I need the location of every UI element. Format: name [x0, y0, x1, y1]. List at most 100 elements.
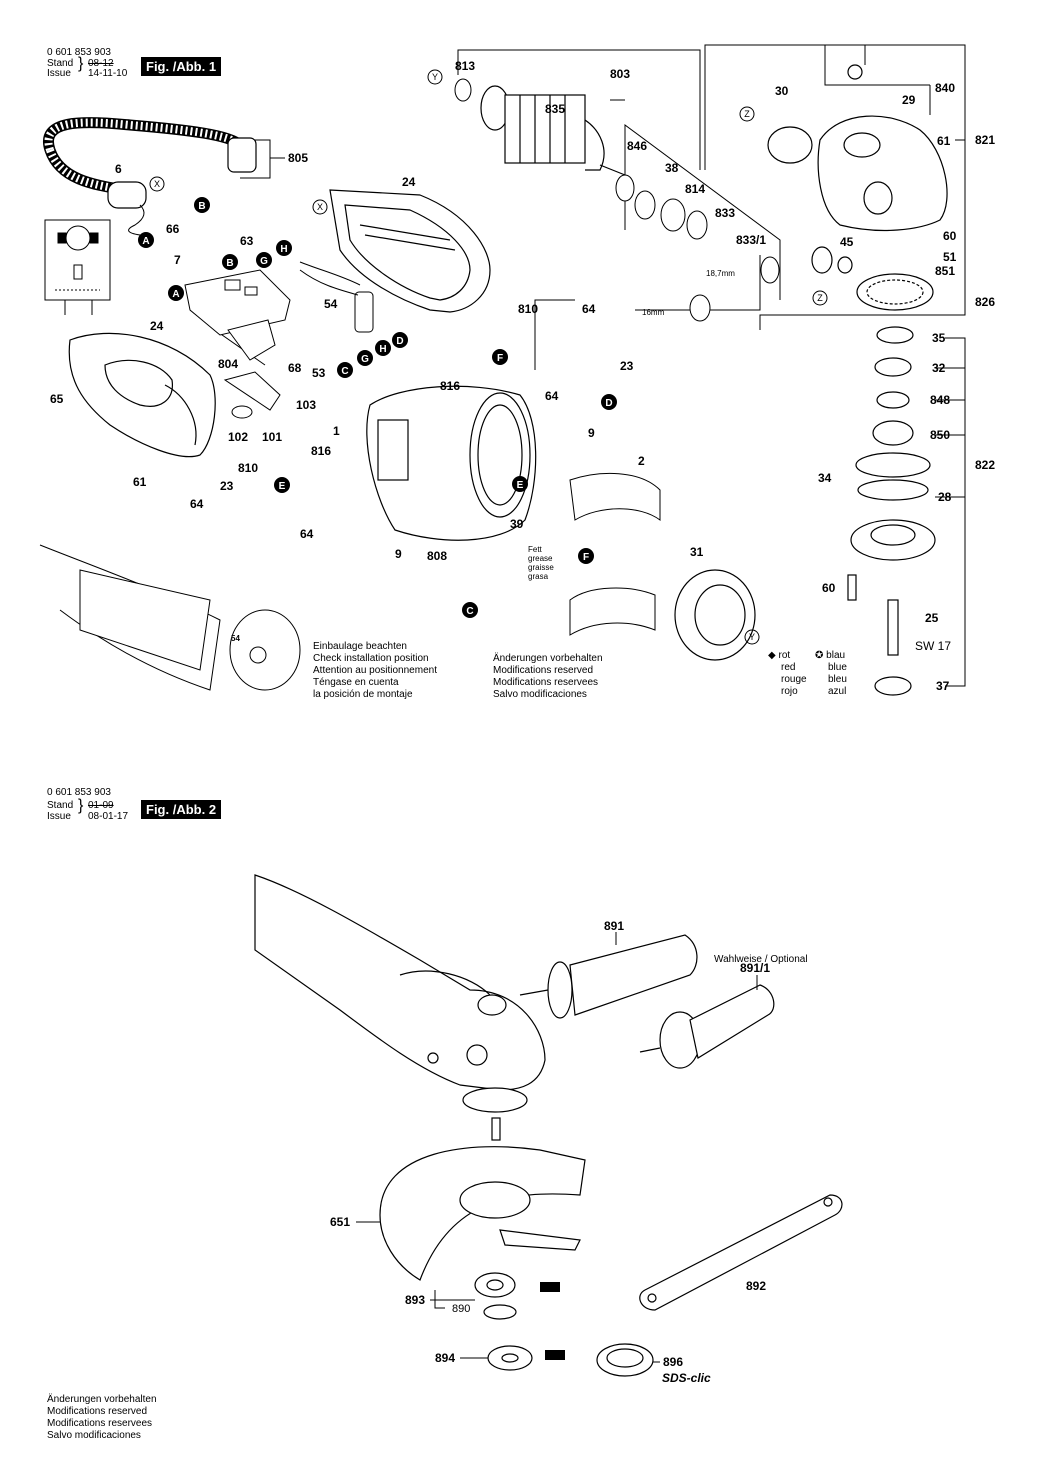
part-label: 54 [324, 297, 338, 311]
part-label: 64 [545, 389, 559, 403]
housing-half-right [329, 189, 491, 313]
part-label: 9 [588, 426, 595, 440]
part-label: 840 [935, 81, 955, 95]
dimension-label: 16mm [642, 308, 665, 317]
part-number-fig2: 0 601 853 903 [47, 787, 111, 798]
part-number: 0 601 853 903 [47, 47, 111, 58]
part-label: 68 [288, 361, 302, 375]
part-label: 810 [238, 461, 258, 475]
svg-text:G: G [361, 354, 369, 365]
marker-D: D [392, 332, 408, 348]
part-label: 850 [930, 428, 950, 442]
reference-markers: X X Y Y Z Z [149, 69, 828, 645]
marker-C: C [337, 362, 353, 378]
svg-text:Z: Z [817, 293, 823, 303]
gear-head [767, 64, 948, 232]
marker-D: D [601, 394, 617, 410]
stand-old-date-fig2: 01-09 [88, 800, 114, 811]
part-label: 813 [455, 59, 475, 73]
grease-label: Fett grease graisse grasa [528, 545, 554, 581]
bearings [454, 78, 780, 322]
marker-F: F [578, 548, 594, 564]
part-label: 23 [220, 479, 234, 493]
part-label: 893 [405, 1293, 425, 1307]
part-label: 816 [440, 379, 460, 393]
modifications-note: Änderungen vorbehalten Modifications res… [493, 653, 603, 700]
marker-B: B [194, 197, 210, 213]
marker-E: E [512, 476, 528, 492]
figure-title: Fig. /Abb. 1 [141, 57, 222, 76]
svg-text:D: D [396, 336, 403, 347]
part-label: 808 [427, 549, 447, 563]
part-label: 24 [402, 175, 416, 189]
bevel-gear [811, 246, 934, 311]
svg-text:grasa: grasa [528, 572, 549, 581]
part-label: 810 [518, 302, 538, 316]
exploded-view-fig1: A A B B C C D D E E F F G G H H X X Y Y … [39, 44, 995, 696]
svg-text:A: A [142, 236, 149, 247]
marker-Z: Z [812, 290, 828, 306]
part-label: 103 [296, 398, 316, 412]
legend-red: ◆ rot red rouge rojo [768, 650, 807, 697]
motor-housing [366, 385, 537, 541]
part-label: 53 [312, 366, 326, 380]
part-label: 101 [262, 430, 282, 444]
svg-text:grease: grease [528, 554, 553, 563]
part-label: 60 [822, 581, 836, 595]
svg-text:F: F [497, 353, 503, 364]
part-label: 892 [746, 1279, 766, 1293]
optional-label: Wahlweise / Optional [714, 954, 808, 965]
star-icon: ✪ [815, 650, 824, 661]
svg-text:B: B [198, 201, 205, 212]
part-label: 805 [288, 151, 308, 165]
part-label: 891/1 [740, 961, 770, 975]
part-label: 833 [715, 206, 735, 220]
part-label: 2 [638, 454, 645, 468]
part-label: 23 [620, 359, 634, 373]
part-label: 833/1 [736, 233, 766, 247]
svg-text:Fett: Fett [528, 545, 543, 554]
part-label: 61 [133, 475, 147, 489]
part-label: 851 [935, 264, 955, 278]
svg-text:Y: Y [432, 72, 438, 82]
part-label: 39 [510, 517, 524, 531]
part-label: 651 [330, 1215, 350, 1229]
stand-label-fig2: Stand [47, 800, 74, 811]
part-label: 30 [775, 84, 789, 98]
part-label: 6 [115, 162, 122, 176]
marker-G: G [357, 350, 373, 366]
part-label: 804 [218, 357, 238, 371]
inset-label-54: 54 [231, 634, 240, 643]
svg-text:G: G [260, 256, 268, 267]
marker-G: G [256, 252, 272, 268]
wrench-size: SW 17 [915, 639, 951, 653]
part-label: 890 [452, 1303, 470, 1315]
part-label: 66 [166, 222, 180, 236]
brace: } [78, 55, 84, 72]
part-label: 816 [311, 444, 331, 458]
part-label: 7 [174, 253, 181, 267]
part-label: 891 [604, 919, 624, 933]
dimension-label: 18,7mm [706, 269, 735, 278]
part-label: 35 [932, 331, 946, 345]
svg-text:H: H [379, 344, 386, 355]
power-cord [43, 117, 257, 236]
part-label: 32 [932, 361, 946, 375]
wheel-guard [379, 1146, 586, 1281]
bracket-803 [457, 49, 701, 170]
stand-date-fig2: 08-01-17 [88, 811, 129, 822]
installation-inset [39, 544, 301, 691]
marker-A: A [168, 285, 184, 301]
svg-text:Y: Y [749, 632, 755, 642]
armature [480, 85, 626, 176]
svg-text:D: D [605, 398, 612, 409]
part-label: 846 [627, 139, 647, 153]
part-label: 826 [975, 295, 995, 309]
part-label: 24 [150, 319, 164, 333]
marker-C: C [462, 602, 478, 618]
marker-X: X [149, 176, 165, 192]
part-label: 9 [395, 547, 402, 561]
part-label: 102 [228, 430, 248, 444]
marker-A: A [138, 232, 154, 248]
part-label: 835 [545, 102, 565, 116]
